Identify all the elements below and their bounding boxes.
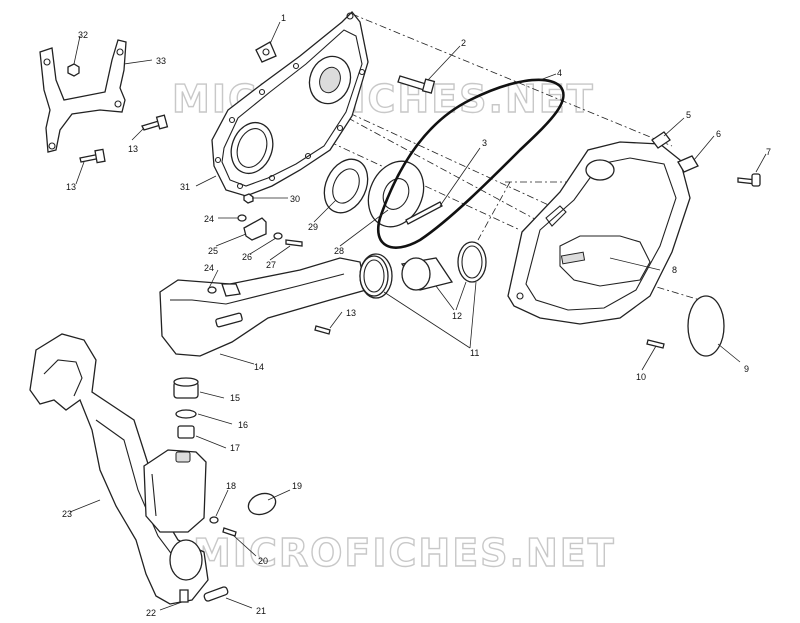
mounting-bracket [39, 39, 127, 153]
callout-13-upper: 13 [128, 144, 138, 154]
clamp-19 [247, 492, 277, 516]
callout-7: 7 [766, 147, 771, 157]
callout-24-lower: 24 [204, 263, 214, 273]
bolt-2 [397, 75, 436, 94]
callout-30: 30 [290, 194, 300, 204]
callout-18: 18 [226, 481, 236, 491]
bolt-13-upper [141, 114, 169, 131]
washer-24-upper [237, 214, 247, 222]
fitting-17 [177, 425, 195, 439]
callout-2: 2 [461, 38, 466, 48]
screw-7 [737, 173, 761, 187]
callout-33: 33 [156, 56, 166, 66]
screw-10 [646, 339, 665, 349]
callout-6: 6 [716, 129, 721, 139]
sleeve-12 [400, 257, 454, 291]
drive-belt [377, 78, 565, 249]
oil-reservoir [143, 449, 207, 533]
callout-24-upper: 24 [204, 214, 214, 224]
callout-21: 21 [256, 606, 266, 616]
small-bracket-25 [243, 217, 267, 241]
gasket-16 [175, 409, 197, 419]
callout-14: 14 [254, 362, 264, 372]
fitting-22 [179, 589, 189, 603]
callout-11: 11 [470, 348, 479, 358]
callout-8: 8 [672, 265, 677, 275]
inner-clutch-cover [211, 11, 369, 197]
washer-18 [209, 516, 219, 524]
bolt-13-lower [79, 148, 106, 164]
callout-26: 26 [242, 252, 252, 262]
callout-13-duct: 13 [346, 308, 356, 318]
bolt-27 [285, 239, 303, 247]
plate-28 [367, 160, 425, 228]
outer-clutch-cover-5 [507, 131, 691, 325]
callout-29: 29 [308, 222, 318, 232]
callout-5: 5 [686, 110, 691, 120]
seal-29 [323, 158, 369, 214]
callout-28: 28 [334, 246, 344, 256]
callout-32: 32 [78, 30, 88, 40]
callout-23: 23 [62, 509, 72, 519]
leader-lines [69, 21, 767, 611]
screw-3 [405, 201, 443, 225]
callout-31: 31 [180, 182, 190, 192]
callout-20: 20 [258, 556, 268, 566]
callout-3: 3 [482, 138, 487, 148]
callout-17: 17 [230, 443, 240, 453]
nut-32 [67, 63, 80, 77]
washer-26 [273, 232, 283, 240]
callout-1: 1 [281, 13, 286, 23]
nut-30 [243, 193, 254, 204]
callout-27: 27 [266, 260, 276, 270]
callout-25: 25 [208, 246, 218, 256]
clip-6 [677, 155, 699, 173]
callout-22: 22 [146, 608, 156, 618]
seal-9 [687, 295, 725, 357]
callout-19: 19 [292, 481, 302, 491]
callout-15: 15 [230, 393, 240, 403]
callout-10: 10 [636, 372, 646, 382]
watermark-bottom: MICROFICHES.NET [193, 531, 616, 575]
screw-13-duct [314, 325, 331, 335]
hose-21 [203, 586, 229, 602]
callout-4: 4 [557, 68, 562, 78]
callout-16: 16 [238, 420, 248, 430]
washer-1 [255, 41, 277, 63]
callout-13-lower: 13 [66, 182, 76, 192]
screw-20 [222, 527, 237, 537]
clamp-11-left [359, 255, 389, 297]
clamp-11-right [457, 241, 487, 283]
callout-12: 12 [452, 311, 462, 321]
callout-9: 9 [744, 364, 749, 374]
cap-15 [173, 377, 199, 399]
